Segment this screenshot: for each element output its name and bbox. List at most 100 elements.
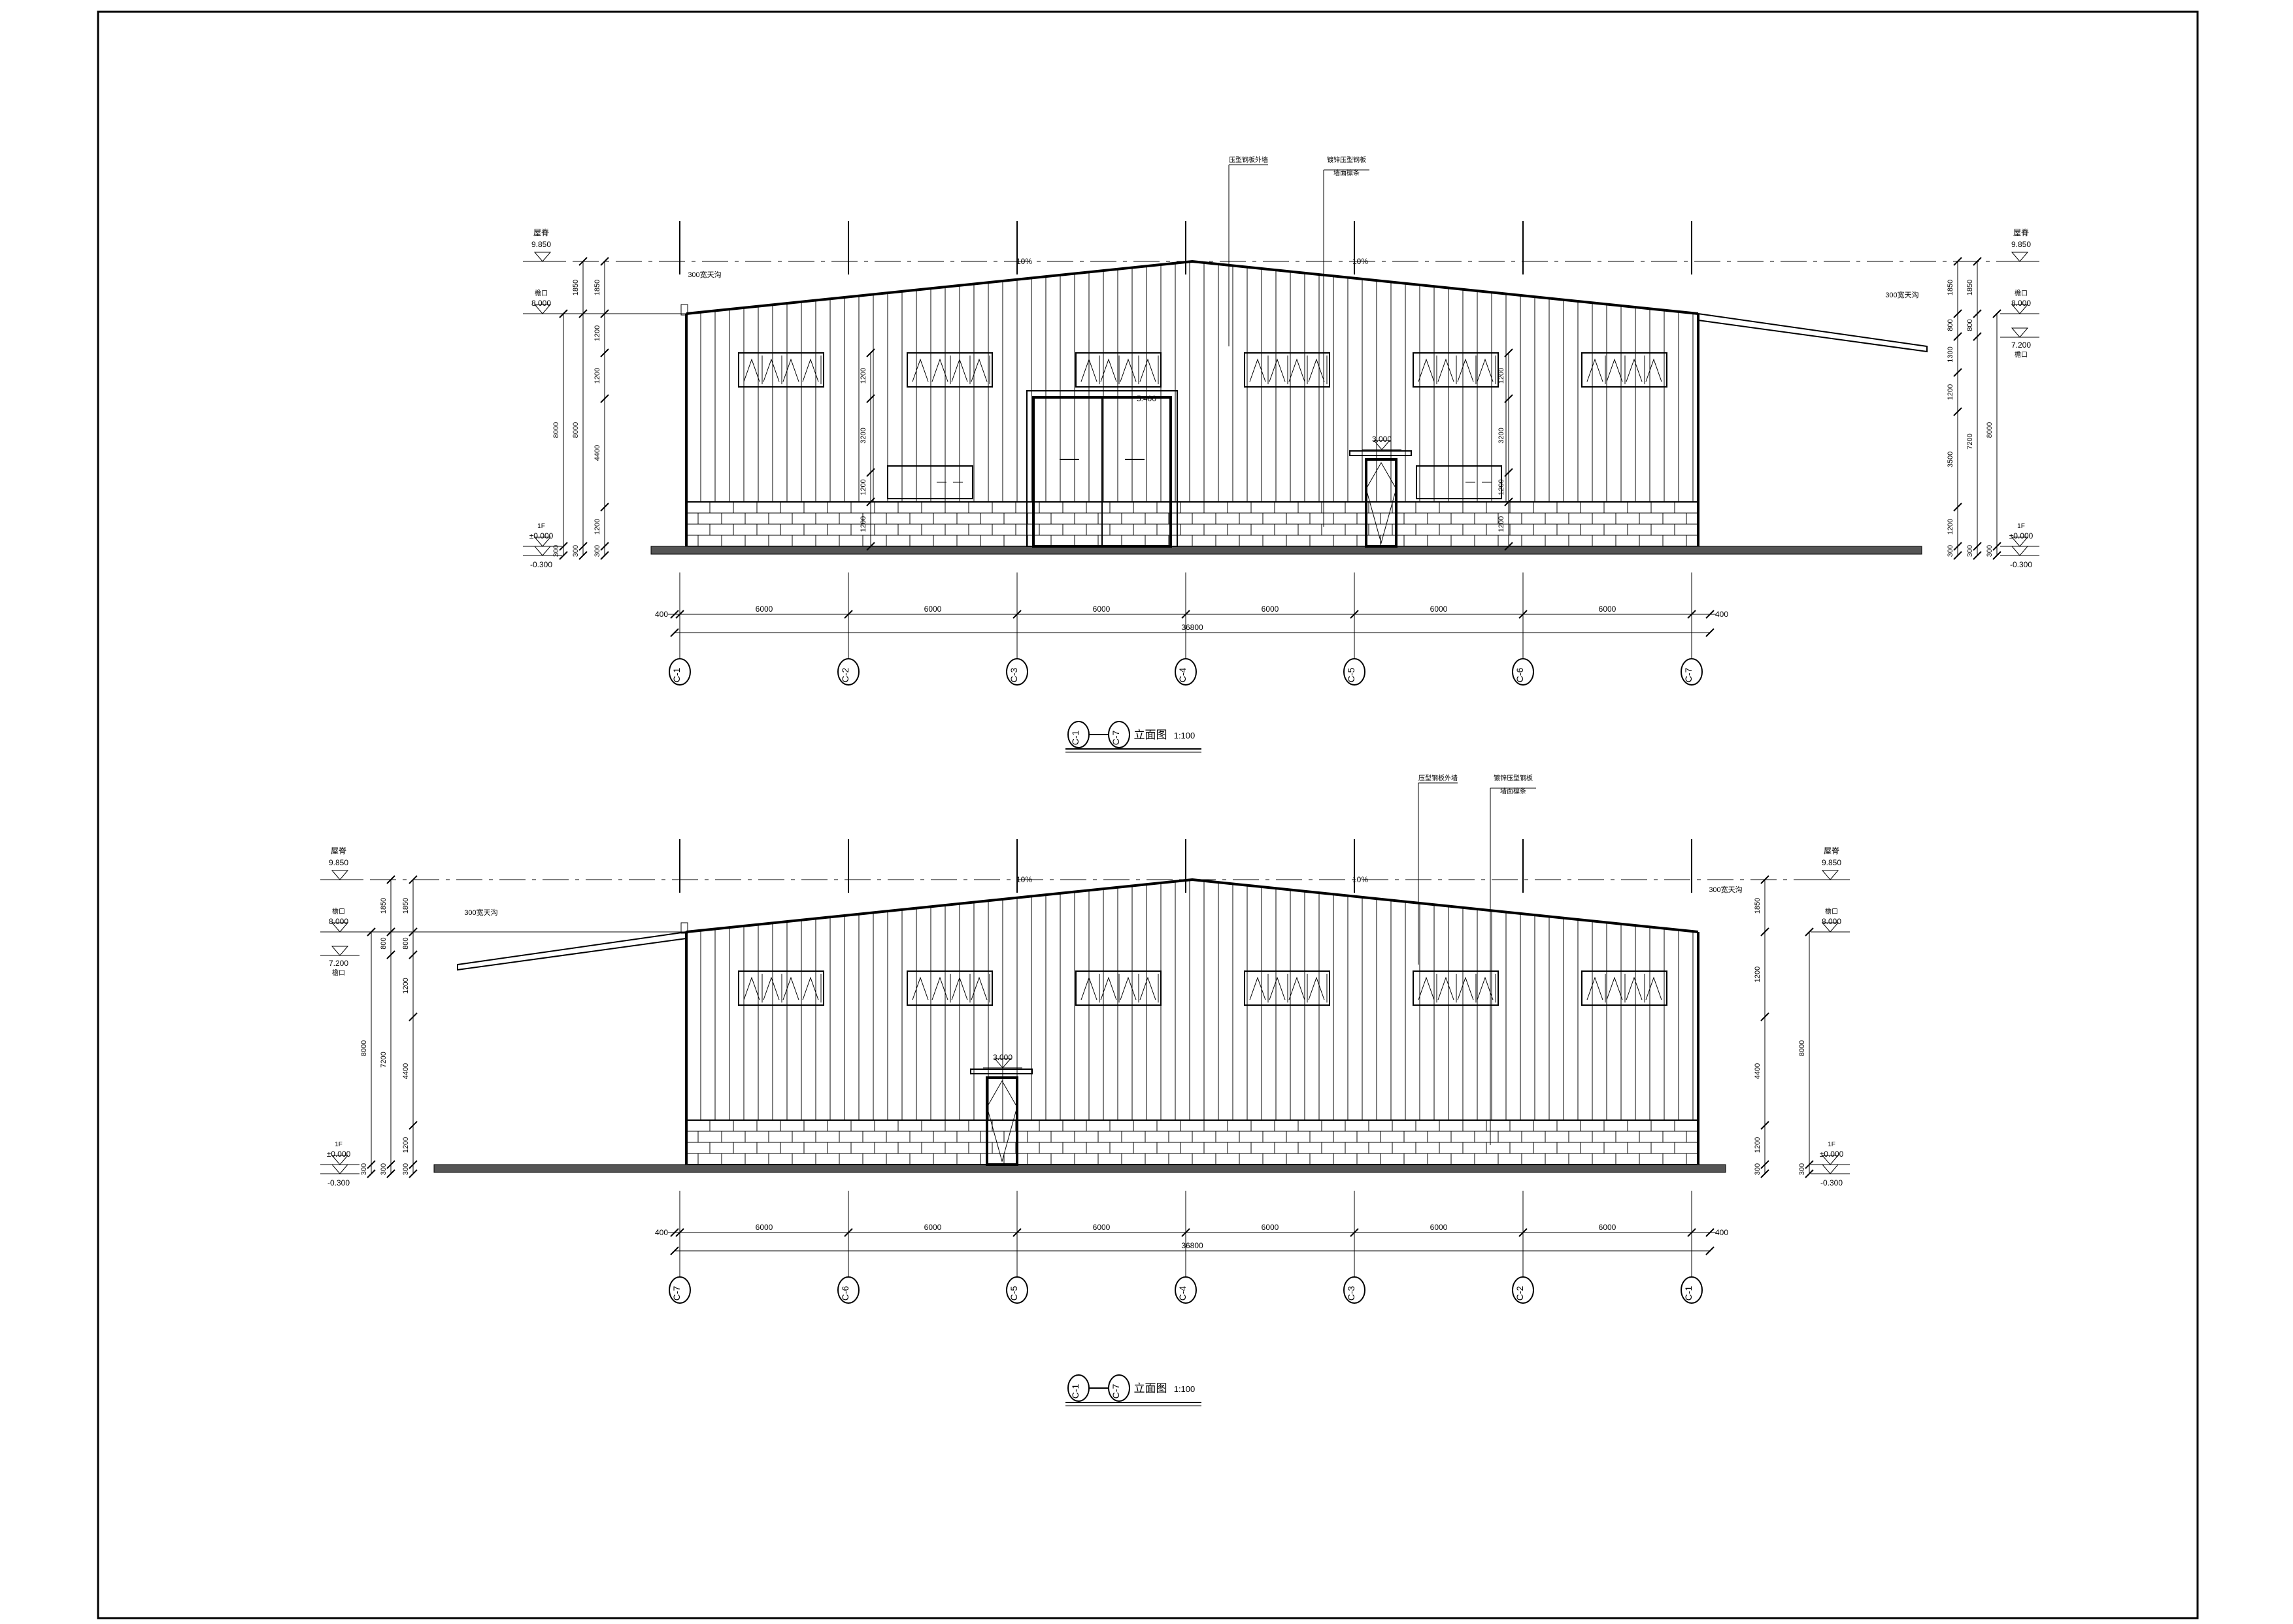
window xyxy=(1413,352,1499,388)
dim-tick xyxy=(866,348,875,357)
ridge-level-icon xyxy=(331,870,349,880)
dim-label: 4400 xyxy=(402,1063,410,1079)
axis-label: C-2 xyxy=(840,668,850,683)
axis-label: C-7 xyxy=(671,1286,682,1301)
floor-level-icon xyxy=(533,537,552,547)
ground-slab xyxy=(433,1164,1726,1173)
dim-tick xyxy=(866,542,875,551)
window-pane xyxy=(1606,358,1623,382)
eave-level-icon xyxy=(2011,304,2029,314)
roof-slope-label: 10% xyxy=(1352,875,1368,884)
level-value: 9.850 xyxy=(2011,240,2031,249)
axis-label: C-1 xyxy=(1070,731,1080,746)
level-value: 9.850 xyxy=(531,240,551,249)
ground-slab xyxy=(650,546,1922,555)
dim-label: 4400 xyxy=(1754,1063,1762,1079)
axis-label: C-4 xyxy=(1177,1286,1188,1301)
window-pane xyxy=(1457,358,1474,382)
level-name: 屋脊 xyxy=(2013,228,2029,237)
dim-tick xyxy=(866,497,875,506)
axis-label: C-4 xyxy=(1177,668,1188,683)
dim-label: 800 xyxy=(402,937,410,949)
dim-label: 1300 xyxy=(1947,346,1954,362)
axis-label: C-5 xyxy=(1009,1286,1019,1301)
window-pane xyxy=(1586,976,1603,1001)
level-name: 檐口 xyxy=(535,289,548,297)
window-pane xyxy=(912,358,929,382)
dim-label: 4400 xyxy=(594,445,601,461)
dim-tick xyxy=(1760,927,1769,936)
sheet-border xyxy=(97,10,2199,1619)
dim-tick xyxy=(367,927,376,936)
level-name: 檐口 xyxy=(332,907,345,916)
dim-label: 300 xyxy=(552,545,560,557)
dim-label: 300 xyxy=(402,1163,410,1175)
eave-level-icon xyxy=(1821,922,1839,933)
dim-label: 1200 xyxy=(1947,519,1954,535)
dim-label: 7200 xyxy=(380,1052,388,1067)
level-name: 1F xyxy=(2017,523,2025,530)
louver-vent xyxy=(887,465,973,499)
dim-tick xyxy=(367,1160,376,1169)
dim-tick xyxy=(1953,332,1962,341)
window-pane xyxy=(1080,358,1097,382)
dim-tick xyxy=(409,1169,418,1178)
level-value: -0.300 xyxy=(530,560,552,569)
dim-label: 6000 xyxy=(756,1223,773,1232)
dim-tick xyxy=(367,1169,376,1178)
dim-label: 6000 xyxy=(1262,1223,1279,1232)
dim-tick xyxy=(1760,1160,1769,1169)
window-pane xyxy=(1418,976,1435,1001)
dim-label: 8000 xyxy=(360,1040,368,1056)
door-level-label: 3.000 xyxy=(993,1053,1013,1062)
axis-bubble xyxy=(1108,721,1130,748)
dim-tick xyxy=(670,628,679,637)
dim-label: 6000 xyxy=(1599,1223,1616,1232)
window xyxy=(1413,970,1499,1006)
axis-bubble xyxy=(669,658,691,686)
callout-label: 墙面檩条 xyxy=(1333,169,1360,177)
window-pane xyxy=(1269,976,1286,1001)
elevation-title: 立面图 xyxy=(1134,729,1167,741)
dim-tick xyxy=(578,309,588,318)
level-value: 8.000 xyxy=(2011,299,2031,308)
window-pane xyxy=(1437,358,1454,382)
dim-label: 400 xyxy=(1715,1228,1728,1237)
dim-tick xyxy=(386,875,395,884)
dim-label: 1200 xyxy=(1947,384,1954,400)
window xyxy=(907,970,993,1006)
window-pane xyxy=(1288,976,1305,1001)
dim-label: 1200 xyxy=(1754,967,1762,982)
dim-label: 1200 xyxy=(1754,1137,1762,1153)
window-pane xyxy=(1080,976,1097,1001)
door-level-icon xyxy=(994,1058,1012,1069)
window-pane xyxy=(1120,976,1137,1001)
window-pane xyxy=(1249,358,1266,382)
window-pane xyxy=(1308,976,1325,1001)
level-name: 屋脊 xyxy=(1824,846,1839,855)
dim-label: 1850 xyxy=(1966,280,1974,295)
dim-label: 36800 xyxy=(1181,623,1203,632)
level-name: 檐口 xyxy=(2015,350,2028,359)
roof-slope-label: 10% xyxy=(1016,257,1032,266)
level-value: -0.300 xyxy=(1820,1178,1843,1187)
door-level-label: 5.400 xyxy=(1137,394,1156,403)
axis-bubble xyxy=(669,1276,691,1304)
axis-label: C-3 xyxy=(1009,668,1019,683)
dim-tick xyxy=(1973,542,1982,551)
level-value: ±0.000 xyxy=(2009,531,2034,540)
dim-label: 400 xyxy=(655,610,668,619)
window xyxy=(1581,970,1667,1006)
dim-tick xyxy=(600,257,609,266)
window xyxy=(1581,352,1667,388)
small-door-swing xyxy=(986,1080,1018,1163)
callout-label: 镀锌压型钢板 xyxy=(1327,156,1366,164)
axis-label: C-1 xyxy=(671,668,682,683)
ridge-level-icon xyxy=(1821,870,1839,880)
level-value: 9.850 xyxy=(329,858,348,867)
level-value: 7.200 xyxy=(329,959,348,968)
window-pane xyxy=(1645,358,1662,382)
dim-tick xyxy=(1504,542,1513,551)
dim-label: 1200 xyxy=(402,978,410,993)
dim-label: 300 xyxy=(594,545,601,557)
